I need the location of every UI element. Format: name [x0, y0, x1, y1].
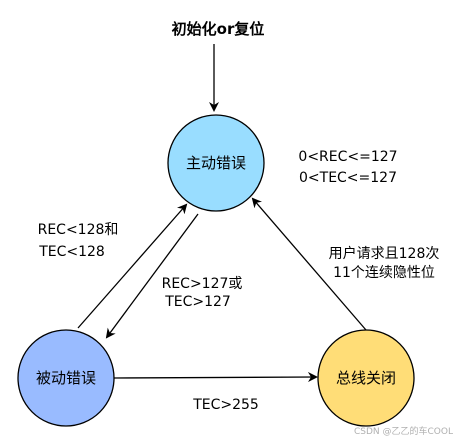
- watermark: CSDN @乙乙的车COOL: [354, 425, 453, 437]
- node-active-error: 主动错误: [167, 114, 265, 212]
- active-to-passive-arrow: [105, 213, 199, 339]
- active-to-passive-condition-tec: TEC>127: [164, 294, 231, 310]
- busoff-to-active-condition-request: 用户请求且128次: [329, 245, 440, 262]
- active-error-circle: [167, 114, 265, 212]
- passive-error-label: 被动错误: [36, 369, 96, 387]
- active-error-label: 主动错误: [186, 154, 246, 172]
- active-to-passive-condition-rec: REC>127或: [162, 276, 243, 292]
- busoff-to-active-condition-bits: 11个连续隐性位: [333, 264, 435, 281]
- node-passive-error: 被动错误: [17, 329, 115, 427]
- init-reset-label: 初始化or复位: [172, 20, 265, 38]
- busoff-to-active-arrow: [251, 197, 367, 331]
- passive-to-busoff-condition: TEC>255: [192, 397, 259, 413]
- active-condition-rec: 0<REC<=127: [298, 149, 397, 165]
- passive-to-active-condition-rec: REC<128和: [38, 222, 119, 238]
- active-condition-tec: 0<TEC<=127: [299, 170, 397, 186]
- bus-off-label: 总线关闭: [336, 369, 396, 387]
- node-bus-off: 总线关闭: [317, 329, 415, 427]
- passive-to-busoff-arrow: [113, 372, 318, 383]
- passive-to-active-arrow: [77, 203, 188, 329]
- passive-to-active-condition-tec: TEC<128: [38, 244, 105, 260]
